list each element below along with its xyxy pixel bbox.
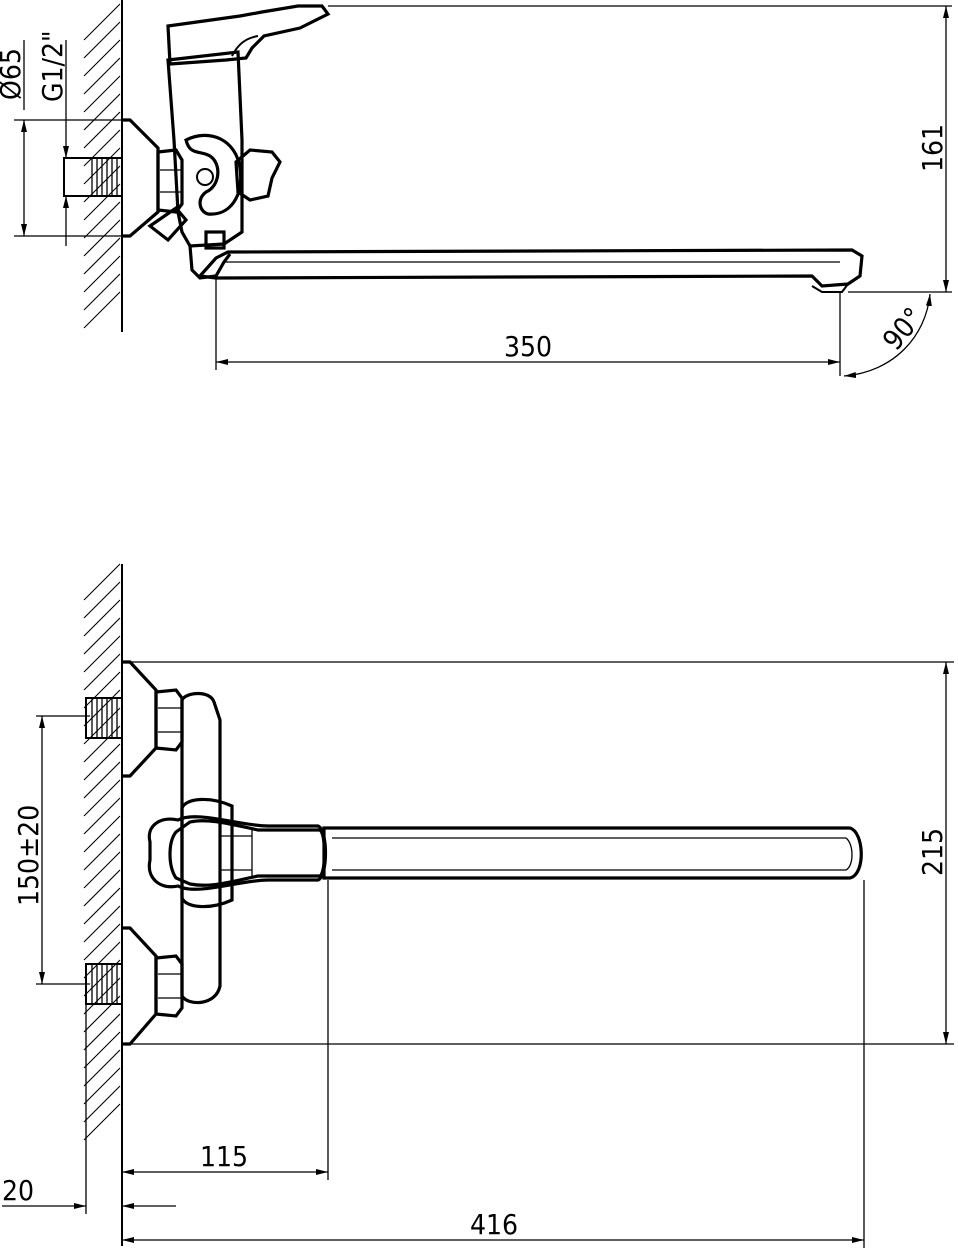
aerator-side — [811, 283, 849, 293]
union-nut-lower — [154, 954, 184, 1018]
dim-label-total-length: 416 — [470, 1208, 518, 1241]
inlet-pipe-upper — [85, 697, 123, 739]
dim-label-height: 161 — [916, 124, 949, 172]
handle-side — [166, 4, 331, 66]
dim-arc-angle — [843, 293, 932, 379]
spout-top — [322, 826, 863, 880]
spout-side — [196, 248, 864, 288]
mixer-body-top — [180, 691, 222, 1005]
escutcheon-side — [122, 118, 160, 238]
escutcheon-lower — [122, 926, 158, 1046]
inlet-pipe-side — [63, 157, 123, 197]
diverter-lever-side — [234, 148, 282, 202]
pipe-thread-side — [91, 158, 118, 196]
wall-hatch-top — [83, 563, 121, 1141]
dim-label-depth: 215 — [916, 828, 949, 876]
wall-hatch-side — [83, 3, 121, 329]
dim-label-spout-axis: 115 — [200, 1140, 248, 1173]
union-nut-upper — [154, 688, 184, 752]
dim-label-wall-offset: 20 — [2, 1174, 34, 1207]
dim-label-spout-length: 350 — [504, 330, 552, 363]
dim-label-inlet-spacing: 150±20 — [12, 805, 45, 906]
dim-label-thread: G1/2" — [36, 30, 69, 102]
diverter-knob-side — [147, 205, 189, 243]
dim-label-flange-diameter: Ø65 — [0, 48, 27, 100]
escutcheon-upper — [122, 660, 158, 778]
cartridge-detail-side — [184, 133, 243, 216]
side-view: Ø65 G1/2" 161 350 90° — [0, 0, 952, 379]
dim-label-angle: 90° — [876, 301, 930, 356]
top-view: 150±20 215 115 20 416 — [2, 563, 954, 1248]
